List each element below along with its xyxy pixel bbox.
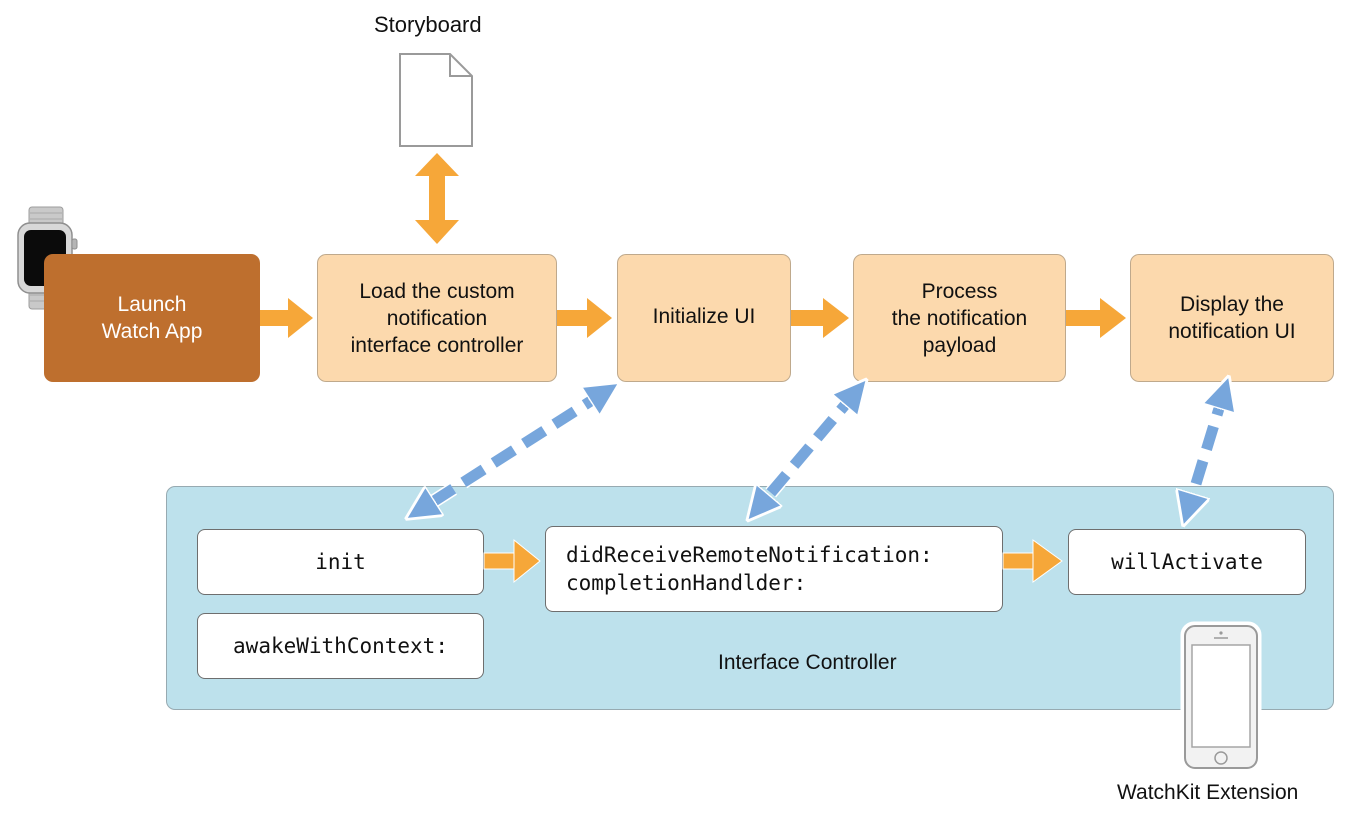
interface-controller-label: Interface Controller [718, 651, 897, 674]
display-ui-step: Display the notification UI [1130, 254, 1334, 382]
flow-arrow-initialize-to-process [791, 298, 849, 338]
storyboard-double-arrow [415, 153, 459, 244]
initialize-ui-step: Initialize UI [617, 254, 791, 382]
link-arrow-initialize-to-init-line [420, 392, 605, 510]
storyboard-label: Storyboard [374, 12, 482, 37]
watchkit-extension-label: WatchKit Extension [1117, 781, 1299, 804]
flow-arrow-load-to-initialize [557, 298, 612, 338]
link-arrow-process-to-did-receive-line [758, 392, 856, 508]
flow-arrow-did-receive-to-will-activate [1002, 539, 1063, 583]
launch-watch-app-box: Launch Watch App [44, 254, 260, 382]
launch-watch-app-label: Launch Watch App [101, 293, 203, 343]
awake-with-context-label: awakeWithContext: [233, 634, 448, 658]
link-arrow-display-to-will-activate-line [1188, 392, 1224, 510]
did-receive-remote-notification-method: didReceiveRemoteNotification: completion… [545, 526, 1003, 612]
flow-arrow-launch-to-load [260, 298, 313, 338]
initialize-ui-label: Initialize UI [652, 305, 756, 328]
will-activate-method: willActivate [1068, 529, 1306, 595]
will-activate-label: willActivate [1111, 550, 1263, 574]
init-method-label: init [315, 550, 366, 574]
process-payload-step: Process the notification payload [853, 254, 1066, 382]
awake-with-context-method: awakeWithContext: [197, 613, 484, 679]
flow-arrow-init-to-did-receive [483, 538, 541, 584]
load-controller-step: Load the custom notification interface c… [317, 254, 557, 382]
load-controller-label: Load the custom notification interface c… [350, 279, 524, 357]
display-ui-label: Display the notification UI [1168, 293, 1296, 343]
did-receive-remote-notification-label: didReceiveRemoteNotification: completion… [566, 543, 933, 595]
iphone-icon [1180, 621, 1262, 773]
init-method: init [197, 529, 484, 595]
document-icon [399, 53, 473, 147]
flow-arrow-process-to-display [1066, 298, 1126, 338]
process-payload-label: Process the notification payload [891, 279, 1028, 357]
